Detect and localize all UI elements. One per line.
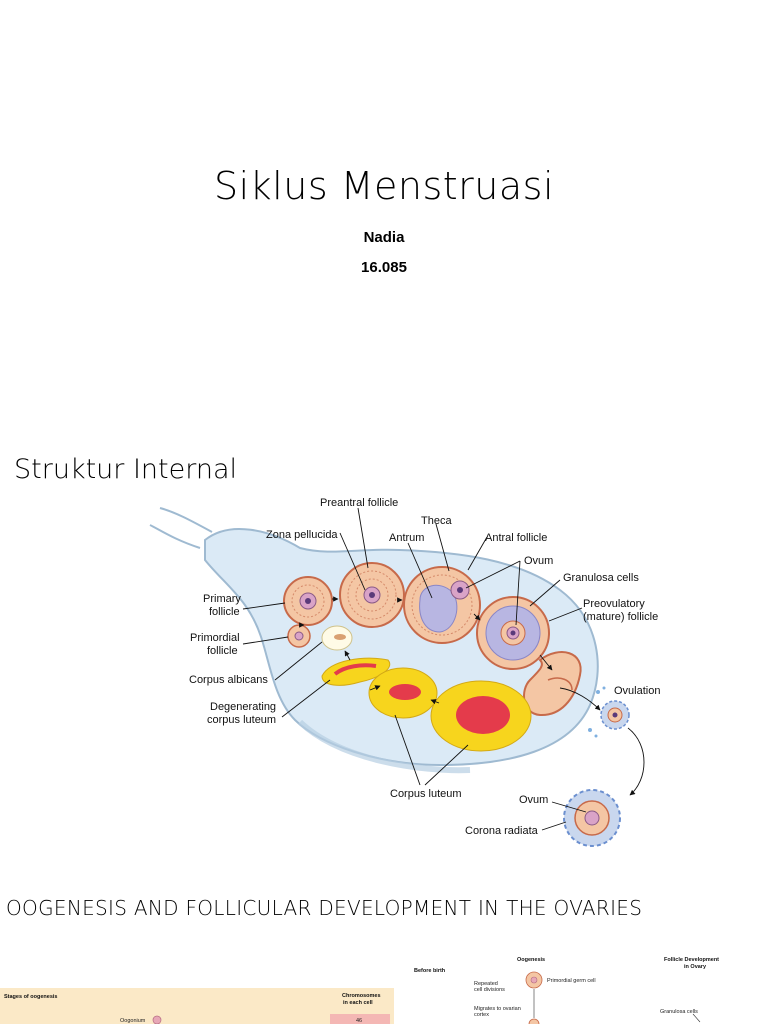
oogenesis-follicle-diagram: Oogenesis Follicle Development in Ovary … [414, 957, 719, 1024]
label-granulosa-cells: Granulosa cells [563, 572, 639, 584]
diagram-header-follicle-dev-line2: in Ovary [684, 964, 707, 970]
label-preovulatory-line2: (mature) follicle [583, 611, 658, 623]
label-ovum-bottom: Ovum [519, 794, 548, 806]
degenerating-corpus-luteum-shape [321, 657, 391, 686]
label-primary-follicle-line1: Primary [203, 593, 241, 605]
label-preovulatory-line1: Preovulatory [583, 598, 645, 610]
corpus-luteum-large-shape [430, 680, 532, 752]
oogonium-cell-icon [152, 1015, 162, 1024]
label-corpus-albicans: Corpus albicans [189, 674, 268, 686]
student-id: 16.085 [361, 259, 407, 276]
diagram-header-oogenesis: Oogenesis [517, 957, 545, 963]
corona-radiata-ovum-shape [563, 789, 621, 847]
diagram-label-repeated-line1: Repeated [474, 981, 498, 987]
label-antral-follicle: Antral follicle [485, 532, 547, 544]
corpus-albicans-shape [321, 625, 353, 651]
label-corona-radiata: Corona radiata [465, 825, 539, 837]
antral-follicle-shape [403, 566, 481, 644]
diagram-header-follicle-dev-line1: Follicle Development [664, 957, 719, 963]
preovulatory-follicle-shape [476, 596, 550, 670]
diagram-label-migrates-line1: Migrates to ovarian [474, 1006, 521, 1012]
diagram-label-migrates-line2: cortex [474, 1012, 489, 1018]
label-primordial-line2: follicle [207, 645, 238, 657]
label-degenerating-line1: Degenerating [210, 701, 276, 713]
label-primordial-line1: Primordial [190, 632, 240, 644]
diagram-label-before-birth: Before birth [414, 968, 446, 974]
diagram-label-granulosa-cells: Granulosa cells [660, 1009, 698, 1015]
primordial-follicle-shape [287, 624, 311, 648]
label-corpus-luteum: Corpus luteum [390, 788, 462, 800]
preantral-follicle-shape [339, 562, 405, 628]
diagram-label-repeated-line2: cell divisions [474, 987, 505, 993]
table-row-oogonium-value: 46 [356, 1018, 362, 1024]
label-zona-pellucida: Zona pellucida [266, 529, 338, 541]
label-antrum: Antrum [389, 532, 424, 544]
primary-follicle-shape [283, 576, 333, 626]
table-header-stages: Stages of oogenesis [4, 994, 58, 1000]
section-title-struktur-internal: Struktur Internal [14, 454, 238, 485]
label-preantral-follicle: Preantral follicle [320, 497, 398, 509]
ruptured-follicle-shape [523, 651, 582, 717]
label-theca: Theca [421, 515, 452, 527]
table-row-oogonium-label: Oogonium [120, 1018, 146, 1024]
table-header-chromosomes-line1: Chromosomes [342, 993, 381, 999]
table-header-chromosomes-line2: in each cell [343, 1000, 373, 1006]
ovary-outline [204, 528, 599, 767]
label-ovum-top: Ovum [524, 555, 553, 567]
label-ovulation: Ovulation [614, 685, 660, 697]
ovary-mesovarium [149, 507, 213, 549]
author-name: Nadia [363, 229, 405, 246]
oogenesis-stages-table: Stages of oogenesis Chromosomes in each … [0, 988, 394, 1024]
section-title-oogenesis: OOGENESIS AND FOLLICULAR DEVELOPMENT IN … [6, 896, 643, 920]
slide-title: Siklus Menstruasi [214, 164, 554, 208]
ovulated-ovum-shape [588, 686, 630, 738]
label-degenerating-line2: corpus luteum [207, 714, 276, 726]
ovary-lower-edge [297, 719, 471, 774]
label-primary-follicle-line2: follicle [209, 606, 240, 618]
corpus-luteum-small-shape [368, 667, 438, 719]
diagram-label-primordial-germ-cell: Primordial germ cell [547, 978, 596, 984]
